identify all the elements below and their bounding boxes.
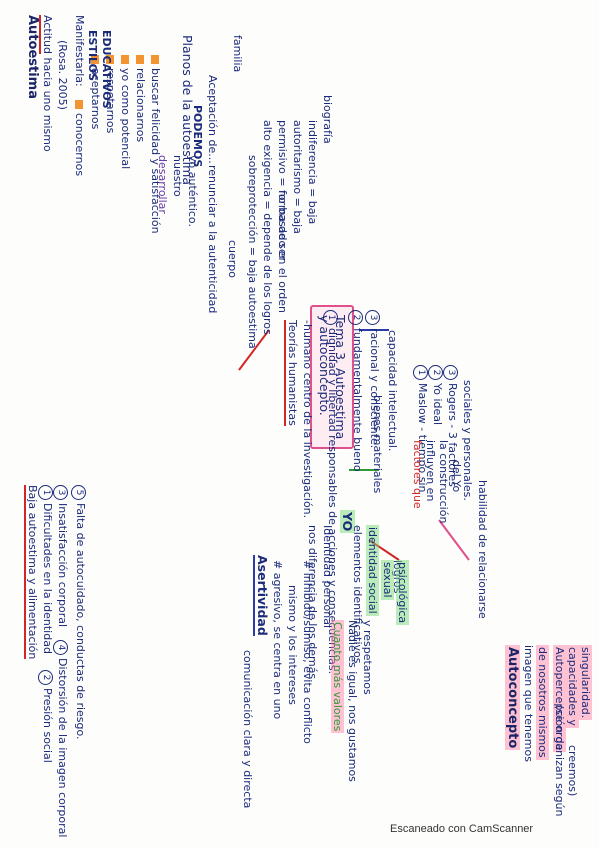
manifest-item-1: conocernos	[73, 100, 86, 176]
autoconcepto-line-2: de nosotros mismos	[536, 645, 549, 760]
planos-node-familia: familia	[231, 35, 244, 73]
actitud-label: Actitud	[39, 15, 54, 55]
factores-3: la construcción	[437, 440, 450, 524]
poderes-left-mid: nuestro	[171, 155, 184, 197]
autoestima-def: Actitud hacia uno mismo	[39, 15, 54, 152]
estilos-title-2: EDUCATIVOS	[100, 30, 113, 109]
manifest-item-5: relacionarnos	[134, 55, 147, 142]
planos-node-biografia: biografía	[321, 95, 334, 144]
estilos-title-1: ESTILOS	[86, 30, 99, 81]
manifest-label: Manifestarla:	[73, 15, 86, 87]
estilos-item-1: sobreprotección = baja autoestima	[246, 155, 259, 349]
factores-1: factores que	[411, 440, 424, 509]
capacidad: capacidad intelectual.	[386, 330, 399, 452]
arrow-autoconcepto	[438, 519, 470, 561]
autoconcepto-line-5: singularidad.	[579, 645, 592, 721]
poderes-label: PODEMOS	[191, 105, 204, 168]
poderes-right: renunciar a la autenticidad	[206, 165, 219, 314]
autoestima-source: (Rosa. 2005)	[56, 40, 69, 110]
autoconcepto-line-4: capacidades y	[566, 645, 579, 728]
estilos-item-2: alto exigencia = depende de los logros	[261, 120, 274, 335]
teorias-subtitle: -humano centro de la investigación.	[301, 320, 314, 519]
baja-item-2: 2Presión social	[38, 670, 54, 763]
asertividad-line-2: # agresivo, se centra en uno	[271, 560, 284, 720]
estilos-item-5: indiferencia = baja	[306, 120, 319, 225]
maslow-item-2: 2Yo ideal	[428, 365, 444, 425]
yo-sexual: sexual	[381, 560, 394, 600]
teorias-item-2: 2fundamentalmente bueno	[348, 310, 364, 472]
asertividad-line-1: comunicación clara y directa	[241, 650, 254, 809]
yo-identidad: Identidad personal	[321, 525, 334, 629]
estilos-item-4: autoritarismo = baja	[291, 120, 304, 234]
cuanto-line-1: Nadie es igual, nos gustamos	[346, 620, 359, 782]
baja-item-4: 4Distorsión de la imagen corporal	[53, 640, 69, 837]
factores-2: influyen en	[424, 440, 437, 502]
asertividad-title: Asertividad	[253, 555, 270, 636]
planos-center: Aceptación de...	[206, 75, 219, 164]
cuanto-title: Cuanto más valores	[331, 620, 344, 734]
autoconcepto-line-1: imagen que tenemos	[522, 645, 535, 762]
teorias-title: Teorías humanistas	[284, 320, 299, 426]
habilidad: habilidad de relacionarse	[476, 480, 489, 619]
factores-4: del Yo	[450, 460, 463, 493]
baja-item-1: 1Dificultades en la identidad	[38, 485, 54, 654]
asertividad-line-3: mismo y los intereses	[286, 585, 299, 705]
poderes-left-top: desarrollar	[156, 155, 169, 214]
autoconcepto-line-7: creemos)	[566, 745, 579, 797]
yo-psicologica: psicológica	[396, 560, 409, 626]
autoestima-title: Autoestima	[25, 15, 40, 100]
manifest-item-4: yo como potencial	[119, 55, 132, 169]
camscanner-watermark: Escaneado con CamScanner	[390, 823, 534, 835]
yo-identidad-social: identidad social	[366, 525, 379, 616]
estilos-item-3: permisivo = no basado en el orden	[276, 120, 289, 314]
autoconcepto-title: Autoconcepto	[505, 645, 520, 751]
bienes: bienes materiales	[371, 395, 384, 494]
autoconcepto-line-6: (se organizan según	[553, 705, 566, 817]
arrow-tema-maslow	[238, 329, 270, 371]
planos-node-cuerpo: cuerpo	[226, 240, 239, 279]
actitud-text: hacia uno mismo	[41, 57, 54, 152]
cuanto-line-2: y respetamos	[361, 620, 374, 695]
baja-item-3: 3Insatisfacción corporal	[53, 485, 69, 627]
baja-item-5: 5Falta de autocuidado, conductas de ries…	[71, 485, 87, 740]
asertividad-line-4: # inhibido/sumiso, evita conflicto	[301, 560, 314, 744]
